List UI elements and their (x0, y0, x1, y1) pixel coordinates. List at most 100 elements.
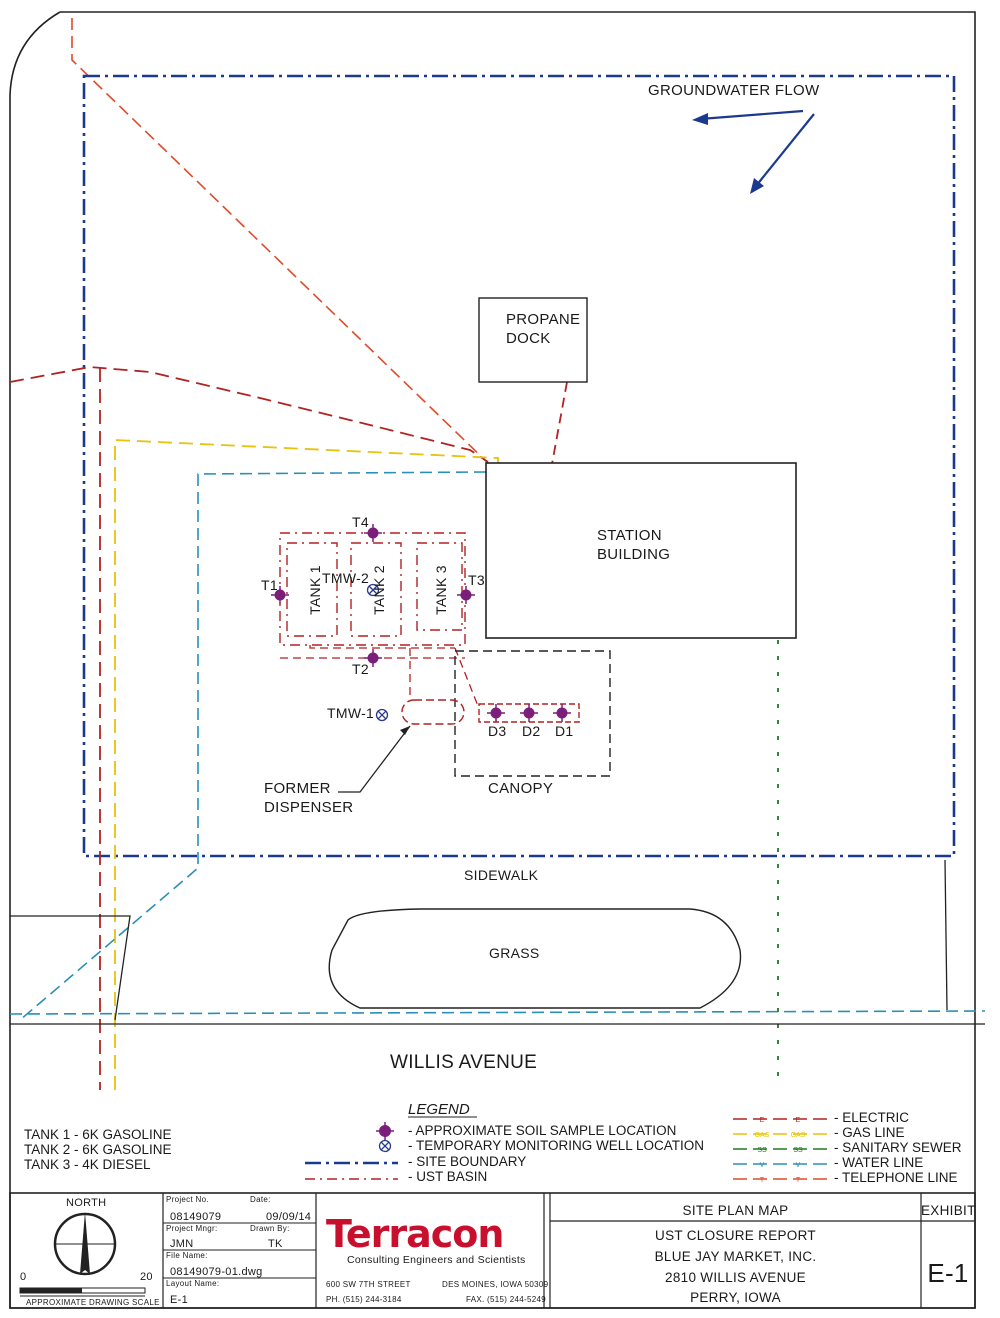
east-edge (944, 859, 948, 1011)
file-name: 08149079-01.dwg (170, 1266, 263, 1278)
legend-item-soil-sample: - APPROXIMATE SOIL SAMPLE LOCATION (408, 1123, 677, 1138)
date-value: 09/09/14 (266, 1211, 312, 1223)
monitoring-well-marker-tmw-1 (375, 708, 389, 722)
tank-2-label: TANK 2 (371, 565, 387, 615)
tmw-2-label: TMW-2 (322, 570, 370, 586)
groundwater-arrowhead-sw (750, 178, 764, 194)
terracon-logo: Terracon (326, 1212, 504, 1256)
legend-utility-mark: SS (793, 1147, 803, 1154)
title-block-frame (9, 1192, 976, 1309)
report-line-3: 2810 WILLIS AVENUE (665, 1270, 806, 1285)
soil-sample-marker-d2 (520, 704, 538, 722)
legend-monitoring-well-icon (378, 1139, 392, 1153)
gas-line (114, 439, 499, 1090)
t1-label: T1 (261, 577, 278, 593)
tank-3-label: TANK 3 (433, 565, 449, 615)
grass-label: GRASS (489, 945, 540, 961)
project-no-label: Project No. (166, 1195, 209, 1204)
west-driveway (10, 915, 131, 1021)
exhibit-number: E-1 (927, 1258, 969, 1288)
legend-gas: - GAS LINE (834, 1125, 905, 1140)
legend-utility-mark: T (760, 1177, 765, 1184)
legend-utility-mark: GAS (791, 1132, 806, 1139)
legend-item-site-boundary: - SITE BOUNDARY (408, 1154, 527, 1169)
company-fax: FAX. (515) 244-5249 (466, 1295, 546, 1304)
report-line-4: PERRY, IOWA (690, 1290, 781, 1305)
legend-item-ust-basin: - UST BASIN (408, 1169, 488, 1184)
d1-label: D1 (555, 723, 574, 739)
drawn-by-label: Drawn By: (250, 1224, 290, 1233)
electric-line-main (9, 366, 489, 463)
scale-bar-fill (20, 1288, 82, 1293)
legend-electric: - ELECTRIC (834, 1110, 910, 1125)
north-arrow-icon (80, 1212, 90, 1274)
map-title: SITE PLAN MAP (682, 1203, 789, 1218)
t4-label: T4 (352, 514, 369, 530)
north-label: NORTH (66, 1197, 107, 1209)
legend-item-monitoring-well: - TEMPORARY MONITORING WELL LOCATION (408, 1138, 705, 1153)
legend-utility-mark: GAS (755, 1132, 770, 1139)
legend-utility-mark: V (760, 1162, 765, 1169)
canopy (454, 650, 611, 777)
legend-water: - WATER LINE (834, 1155, 924, 1170)
legend-utility-mark: SS (757, 1147, 767, 1154)
legend-title: LEGEND (408, 1101, 470, 1118)
soil-sample-marker-d3 (487, 704, 505, 722)
water-line-north (19, 471, 487, 1021)
t2-label: T2 (352, 661, 369, 677)
groundwater-arrow-sw (755, 113, 815, 187)
company-address: 600 SW 7TH STREET (326, 1280, 411, 1289)
tank-1-label: TANK 1 (307, 565, 323, 615)
groundwater-flow-label: GROUNDWATER FLOW (648, 82, 820, 99)
leader-arrowhead (400, 726, 410, 735)
water-line-street (9, 1010, 986, 1015)
layout-name: E-1 (170, 1294, 189, 1306)
tank-key-1: TANK 1 - 6K GASOLINE (24, 1127, 172, 1142)
layout-name-label: Layout Name: (166, 1279, 220, 1288)
propane-dock (478, 297, 588, 383)
sidewalk-label: SIDEWALK (464, 867, 539, 883)
station-building (485, 462, 797, 639)
legend-utility-mark: V (796, 1162, 801, 1169)
former-dispenser-leader (338, 725, 411, 793)
groundwater-arrowhead-west (692, 113, 708, 125)
soil-sample-marker-t4 (364, 524, 382, 542)
company-phone: PH. (515) 244-3184 (326, 1295, 402, 1304)
file-name-label: File Name: (166, 1251, 208, 1260)
site-boundary (82, 74, 956, 858)
legend-utility-mark: E (796, 1117, 801, 1124)
station-building-label-1: STATION (597, 527, 662, 544)
exhibit-label: EXHIBIT (921, 1203, 976, 1218)
soil-sample-marker-t3 (457, 586, 475, 604)
station-building-label-2: BUILDING (597, 546, 671, 563)
soil-sample-marker-t2 (364, 649, 382, 667)
monitoring-well-marker-tmw-2 (366, 583, 380, 597)
street-label: WILLIS AVENUE (390, 1052, 538, 1073)
former-dispenser-label-1: FORMER (264, 780, 331, 797)
tank-2 (350, 542, 402, 637)
report-line-2: BLUE JAY MARKET, INC. (654, 1249, 817, 1264)
former-dispenser (401, 699, 465, 725)
report-line-1: UST CLOSURE REPORT (655, 1228, 816, 1243)
company-city: DES MOINES, IOWA 50309 (442, 1280, 549, 1289)
propane-dock-label-2: DOCK (506, 330, 551, 347)
project-mngr-label: Project Mngr: (166, 1224, 218, 1233)
company-subtitle: Consulting Engineers and Scientists (347, 1254, 526, 1266)
telephone-line (71, 18, 491, 466)
former-dispenser-label-2: DISPENSER (264, 799, 354, 816)
tank-3 (416, 542, 463, 631)
tank-key-3: TANK 3 - 4K DIESEL (24, 1157, 151, 1172)
drawn-by: TK (268, 1238, 283, 1250)
legend-utility-mark: E (760, 1117, 765, 1124)
d3-label: D3 (488, 723, 507, 739)
propane-dock-label-1: PROPANE (506, 311, 581, 328)
project-mngr: JMN (170, 1238, 194, 1250)
tank-1 (286, 542, 338, 637)
legend-soil-sample-icon (376, 1122, 394, 1140)
electric-line-propane (551, 381, 568, 465)
legend-utility-mark: T (796, 1177, 801, 1184)
product-piping-4 (454, 647, 479, 707)
soil-sample-marker-t1 (271, 586, 289, 604)
legend-sewer: - SANITARY SEWER (834, 1140, 962, 1155)
